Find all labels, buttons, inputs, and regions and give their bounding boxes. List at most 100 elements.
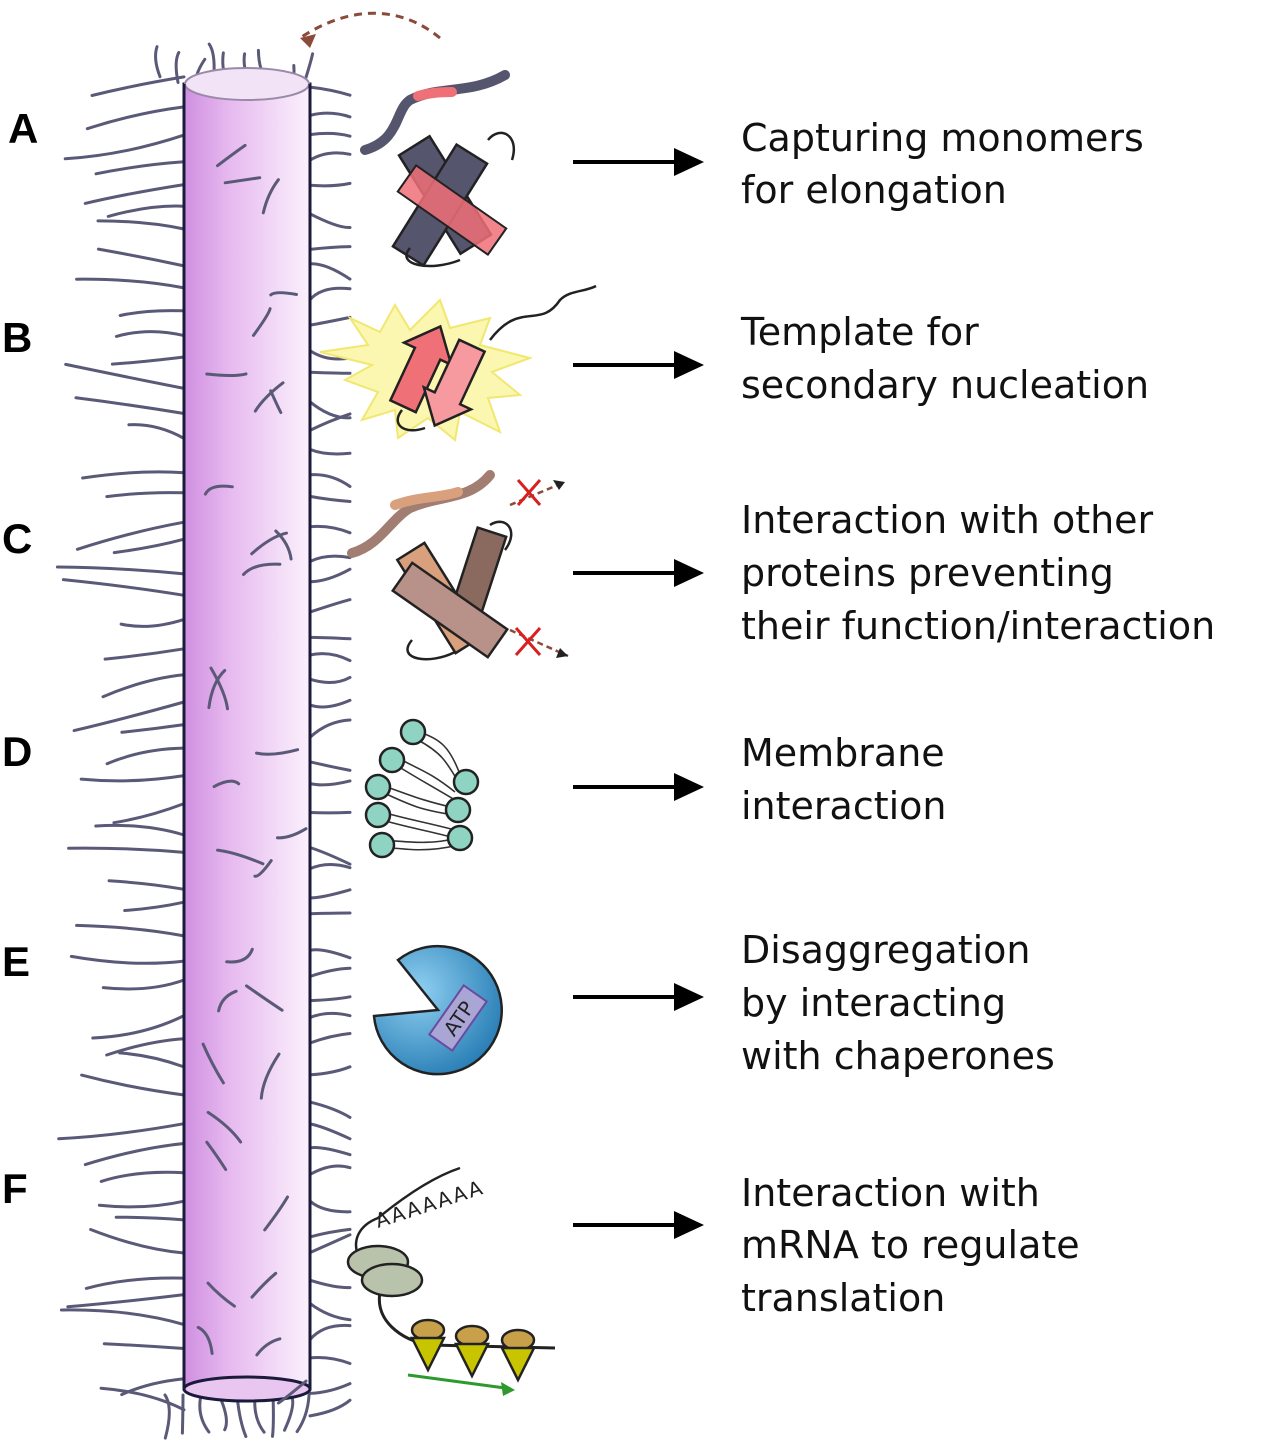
fuzzy-strand — [308, 567, 352, 584]
fuzzy-strand — [308, 1233, 352, 1255]
fuzzy-strand — [308, 447, 352, 456]
fuzzy-strand — [308, 111, 352, 119]
arrow-a — [573, 148, 704, 176]
desc-b: Template for secondary nucleation — [740, 310, 1149, 407]
desc-f: Interaction with mRNA to regulate transl… — [741, 1171, 1092, 1320]
panel-letters: A B C D E F — [2, 105, 38, 1212]
fuzzy-strand — [59, 1308, 186, 1327]
fuzzy-strand — [308, 598, 352, 614]
fuzzy-strand — [308, 412, 352, 432]
fuzzy-strand — [94, 823, 186, 837]
fuzzy-strand — [209, 666, 229, 711]
desc-f-line-3: translation — [741, 1276, 945, 1320]
fuzzy-strand — [63, 133, 186, 161]
fuzzy-strand — [118, 1051, 186, 1069]
fuzzy-strand — [261, 178, 280, 215]
protein-interaction-icon — [347, 470, 569, 661]
fuzzy-strand — [308, 286, 352, 302]
fuzzy-strand — [101, 978, 186, 991]
fuzzy-strand — [308, 554, 352, 563]
fuzzy-strand — [308, 1199, 352, 1214]
fuzzy-strand — [79, 774, 186, 783]
fuzzy-strand — [308, 1032, 352, 1045]
fuzzy-strand — [308, 1398, 352, 1418]
desc-e-line-2: by interacting — [741, 981, 1006, 1025]
fuzzy-strand — [308, 370, 352, 375]
fuzzy-strand — [308, 1011, 352, 1020]
desc-c-line-3: their function/interaction — [741, 604, 1215, 648]
fuzzy-strand — [205, 372, 248, 378]
fuzzy-strand — [308, 1227, 352, 1239]
fuzzy-strand — [212, 779, 241, 789]
fuzzy-strand — [308, 212, 352, 230]
fuzzy-strand — [259, 1052, 281, 1100]
monomer-capture-icon — [299, 11, 515, 268]
fuzzy-coat-front-strands — [196, 143, 308, 1405]
fuzzy-strand — [308, 400, 352, 420]
fuzzy-strand — [308, 245, 352, 251]
desc-e-line-1: Disaggregation — [741, 928, 1031, 972]
fuzzy-strand — [96, 219, 186, 231]
fuzzy-strand — [308, 1323, 352, 1342]
fuzzy-strand — [308, 1301, 352, 1322]
fuzzy-strand — [99, 1170, 186, 1183]
fuzzy-strand — [127, 423, 186, 440]
fuzzy-strand — [119, 617, 186, 628]
fuzzy-strand — [105, 491, 186, 499]
fuzzy-strand — [269, 291, 298, 297]
fuzzy-strand — [308, 1065, 352, 1077]
fuzzy-strand — [180, 1393, 185, 1435]
fuzzy-strand — [308, 995, 352, 1003]
fuzzy-strand — [308, 494, 352, 503]
fuzzy-strand — [103, 647, 186, 661]
fuzzy-strand — [75, 277, 186, 290]
fuzzy-strand — [69, 954, 186, 965]
function-arrows — [573, 148, 704, 1239]
fuzzy-strand — [253, 381, 285, 413]
fuzzy-strand — [85, 105, 186, 131]
fuzzy-strand — [91, 1014, 186, 1040]
fuzzy-strand — [225, 947, 254, 964]
desc-c-line-1: Interaction with other — [741, 498, 1154, 542]
fuzzy-strand — [276, 827, 308, 840]
fuzzy-strand — [83, 1142, 186, 1167]
fuzzy-strand — [245, 984, 284, 1012]
fuzzy-strand — [64, 362, 186, 390]
fuzzy-strand — [308, 888, 352, 900]
fuzzy-strand — [75, 520, 186, 551]
fuzzy-strand — [81, 470, 186, 480]
fuzzy-strand — [106, 204, 186, 218]
fuzzy-strand — [114, 1215, 186, 1222]
fuzzy-strand — [112, 802, 186, 825]
fuzzy-strand — [107, 879, 186, 891]
fuzzy-strand — [308, 1278, 352, 1290]
fuzzy-strand — [112, 537, 186, 555]
panel-letter-f: F — [2, 1165, 28, 1212]
fuzzy-strand — [206, 1110, 243, 1144]
fuzzy-strand — [308, 846, 352, 866]
arrow-e — [573, 983, 704, 1011]
fuzzy-strand — [308, 1164, 352, 1176]
fuzzy-strand — [80, 1073, 186, 1097]
desc-f-line-2: mRNA to regulate — [741, 1223, 1080, 1267]
desc-e: Disaggregation by interacting with chape… — [741, 928, 1055, 1078]
panel-letter-c: C — [2, 515, 32, 562]
polya-tail-label: AAAAAAA — [372, 1175, 487, 1233]
fuzzy-strand — [66, 1293, 186, 1309]
desc-d-line-2: interaction — [741, 784, 947, 828]
desc-b-line-2: secondary nucleation — [741, 363, 1149, 407]
arrow-f — [573, 1211, 704, 1239]
desc-a-line-2: for elongation — [741, 168, 1007, 212]
fuzzy-strand — [308, 779, 352, 787]
fuzzy-strand — [163, 1393, 171, 1440]
desc-d-line-1: Membrane — [741, 731, 945, 775]
arrow-d — [573, 773, 704, 801]
fuzzy-strand — [276, 1379, 308, 1405]
fuzzy-strand — [216, 848, 265, 866]
fuzzy-strand — [308, 966, 352, 978]
fuzzy-strand — [308, 181, 352, 188]
fuzzy-strand — [308, 151, 352, 162]
fuzzy-strand — [101, 673, 186, 699]
panel-letter-d: D — [2, 728, 32, 775]
